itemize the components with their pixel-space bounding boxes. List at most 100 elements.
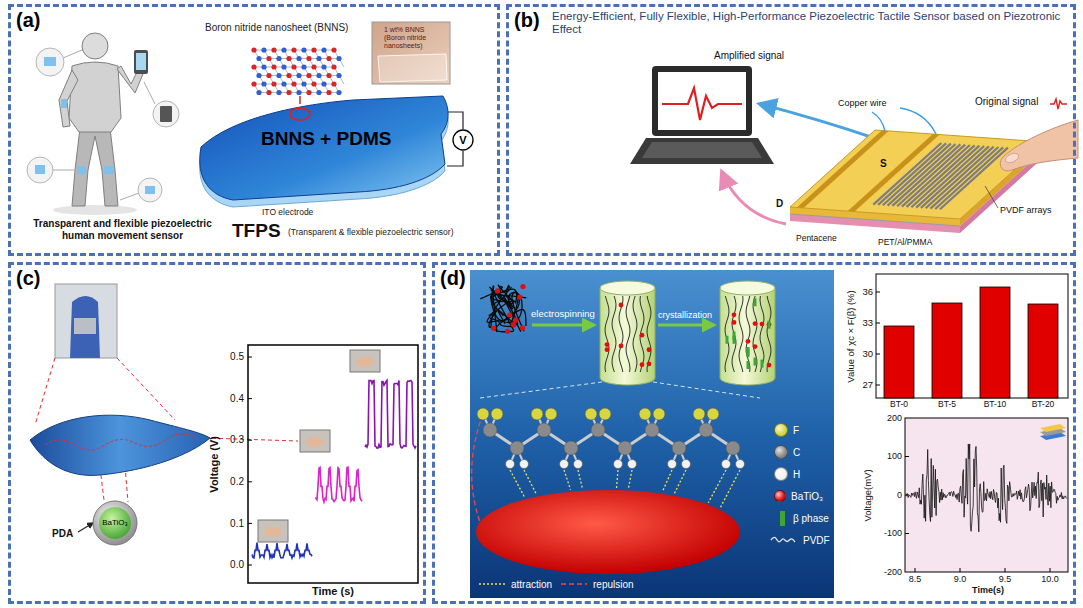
atom (645, 423, 659, 437)
panel-title: Energy-Efficient, Fully Flexible, High-P… (552, 10, 1067, 36)
pvdf-stripe (907, 145, 975, 207)
glove-photo (55, 284, 117, 358)
terminal-label: S (880, 158, 887, 170)
fiber-cylinder (600, 288, 655, 385)
motion-photo (258, 350, 380, 542)
attraction-sample (479, 583, 505, 585)
batio3-dot (647, 362, 652, 367)
attraction-line (662, 470, 672, 492)
legend-text: repulsion (593, 579, 634, 590)
lattice-atom (331, 64, 336, 69)
sample-photo (372, 22, 450, 84)
lattice-atom (301, 47, 306, 52)
sensor-callout (36, 48, 64, 76)
zoom-line (117, 358, 175, 420)
human-figure (53, 205, 137, 215)
tick-label: 200 (887, 413, 902, 423)
atom (477, 408, 489, 420)
original-signal-trace (1050, 99, 1067, 109)
batio3-dot (491, 326, 496, 331)
axis-title: Time (s) (312, 585, 354, 598)
lattice-atom (306, 56, 311, 61)
legend-swatch (774, 490, 786, 502)
beta-phase-bar (747, 361, 750, 369)
lattice-atom (286, 73, 291, 78)
zoom-line (653, 382, 760, 398)
voltage-trace (252, 542, 312, 557)
lattice-atom (336, 73, 341, 78)
lattice-atom (291, 47, 296, 52)
lattice-atom (336, 56, 341, 61)
legend-swatch (774, 445, 788, 459)
aligned-fiber (746, 296, 750, 372)
atom (618, 441, 632, 455)
glove-photo (55, 284, 117, 358)
electrode-strip (797, 130, 889, 207)
legend-text: F (793, 425, 799, 436)
batio3-dot (513, 318, 518, 323)
aligned-fiber (612, 296, 616, 372)
bar (1028, 304, 1058, 398)
panel-label: (c) (16, 267, 40, 290)
aligned-fiber (725, 296, 771, 372)
electrode-label: ITO electrode (262, 208, 313, 218)
electrode-wire (447, 151, 463, 166)
category-label: BT-5 (938, 400, 956, 410)
signal-label: Amplified signal (714, 50, 784, 62)
beta-phase-bar (733, 332, 736, 340)
atom (483, 423, 497, 437)
device-icon (1040, 424, 1066, 440)
attraction-line (708, 470, 726, 503)
aligned-fiber (647, 296, 651, 372)
copper-wire (872, 108, 936, 134)
part-label: Copper wire (838, 98, 887, 108)
bar-chart-axes (876, 274, 1068, 398)
lattice-atom (306, 90, 311, 95)
laptop-icon (642, 142, 762, 158)
sensor-callout (27, 157, 53, 183)
film-label: BNNS + PDMS (261, 128, 391, 150)
fiber-cylinder (600, 281, 775, 385)
tick-label: 0.4 (230, 393, 244, 405)
polymer-fiber (489, 287, 511, 327)
atom (564, 441, 578, 455)
laptop-icon (652, 66, 752, 136)
legend-sample (560, 578, 588, 590)
atom (628, 460, 637, 469)
batio3-dot (760, 322, 765, 327)
atom (510, 441, 524, 455)
tick-label: 0 (897, 490, 902, 500)
category-label: BT-20 (1032, 400, 1055, 410)
lattice-atom (321, 47, 326, 52)
atom (614, 460, 623, 469)
lattice-atom (281, 81, 286, 86)
lattice-atom (321, 64, 326, 69)
batio3-dot (495, 288, 500, 293)
aligned-fiber (633, 296, 637, 372)
lattice-atom (316, 56, 321, 61)
axis-title: Voltage (V) (208, 436, 221, 493)
tick-label: 9.0 (954, 574, 967, 584)
lattice-atom (251, 81, 256, 86)
pvdf-sample (771, 537, 795, 542)
legend-swatch (774, 467, 788, 481)
batio3-dot (605, 347, 610, 352)
batio3-dot (605, 342, 610, 347)
voltage-chart-axes (905, 418, 1068, 572)
device-acronym: TFPS (232, 220, 281, 242)
lattice-atom (256, 73, 261, 78)
photo-caption: 1 wt% BNNS (Boron nitride nanosheets) (384, 26, 446, 50)
legend-text: PVDF (803, 535, 830, 546)
chart-axes (248, 345, 418, 583)
atom (491, 408, 503, 420)
human-figure (53, 33, 148, 215)
batio3-dot (640, 333, 645, 338)
motion-photo (264, 527, 282, 537)
sensor-callout (120, 193, 139, 200)
bar (884, 287, 1058, 398)
lattice-atom (311, 81, 316, 86)
lattice-atom (311, 64, 316, 69)
batio3-dot (746, 339, 751, 344)
lattice-atom (276, 56, 281, 61)
